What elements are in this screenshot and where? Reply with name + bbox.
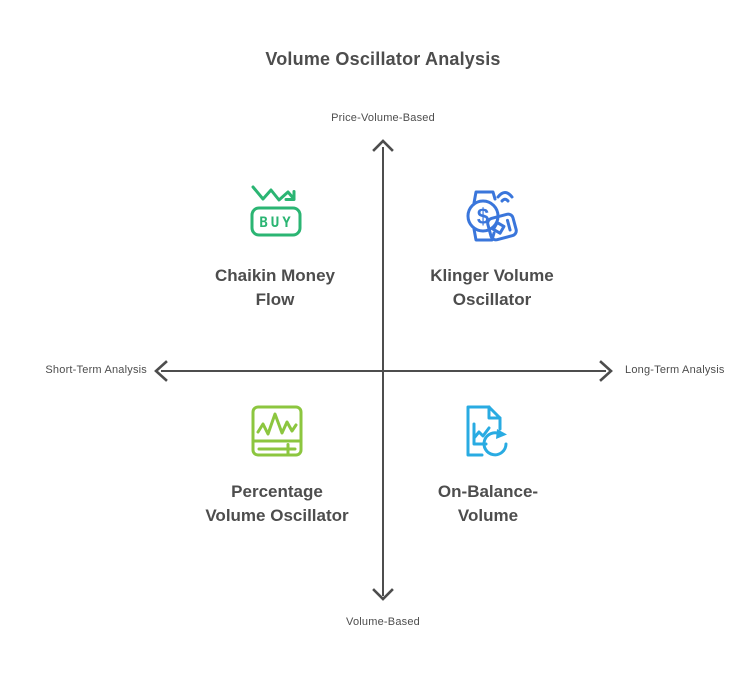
arrow-left-icon [154, 360, 168, 382]
smartwatch-payment-icon: $ [466, 190, 518, 242]
buy-text: BUY [259, 215, 293, 231]
quadrant-label: Chaikin Money Flow [215, 266, 335, 309]
quadrant-label: Klinger Volume Oscillator [430, 266, 554, 309]
trend-down-buy-icon: BUY [250, 185, 302, 237]
refresh-arrowhead [496, 429, 507, 439]
arrow-right-icon [599, 360, 613, 382]
diagram-title: Volume Oscillator Analysis [265, 49, 501, 69]
dollar-text: $ [477, 204, 489, 229]
quadrant-label: On-Balance- Volume [437, 482, 539, 525]
axis-label-right: Long-Term Analysis [625, 364, 725, 376]
quadrant-label: Percentage Volume Oscillator [205, 482, 349, 525]
axis-label-left: Short-Term Analysis [45, 364, 147, 376]
document-refresh-icon [466, 405, 508, 457]
axis-label-top: Price-Volume-Based [331, 112, 435, 124]
axis-label-bottom: Volume-Based [346, 616, 420, 628]
arrow-down-icon [372, 588, 394, 601]
oscilloscope-wave-icon [251, 405, 303, 457]
arrow-up-icon [372, 139, 394, 152]
